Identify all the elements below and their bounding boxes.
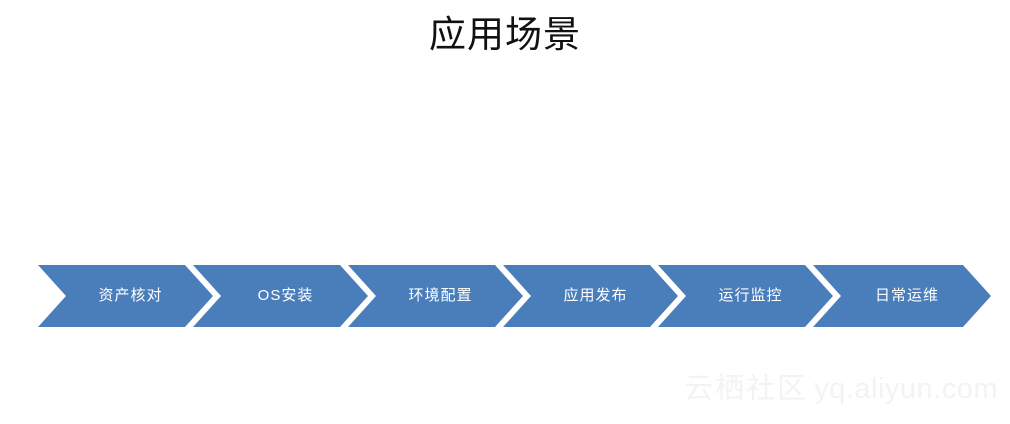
page-title: 应用场景: [429, 14, 581, 55]
process-step-1-label: 资产核对: [98, 287, 163, 304]
process-step-4[interactable]: 应用发布: [503, 265, 678, 327]
process-step-3-label: 环境配置: [408, 287, 473, 304]
process-step-6-label: 日常运维: [874, 287, 939, 304]
process-step-6[interactable]: 日常运维: [813, 265, 991, 327]
process-step-4-label: 应用发布: [563, 287, 628, 304]
process-step-2-label: OS安装: [257, 287, 314, 304]
watermark-brand: 云栖社区: [684, 371, 809, 405]
process-step-2[interactable]: OS安装: [193, 265, 368, 327]
process-step-1[interactable]: 资产核对: [38, 265, 213, 327]
watermark-url: yq.aliyun.com: [814, 373, 998, 405]
process-step-5[interactable]: 运行监控: [658, 265, 833, 327]
process-step-5-label: 运行监控: [718, 287, 783, 304]
process-step-3[interactable]: 环境配置: [348, 265, 523, 327]
process-flow-diagram: 资产核对 OS安装 环境配置 应用发布 运行监控 日常运维: [38, 265, 976, 327]
